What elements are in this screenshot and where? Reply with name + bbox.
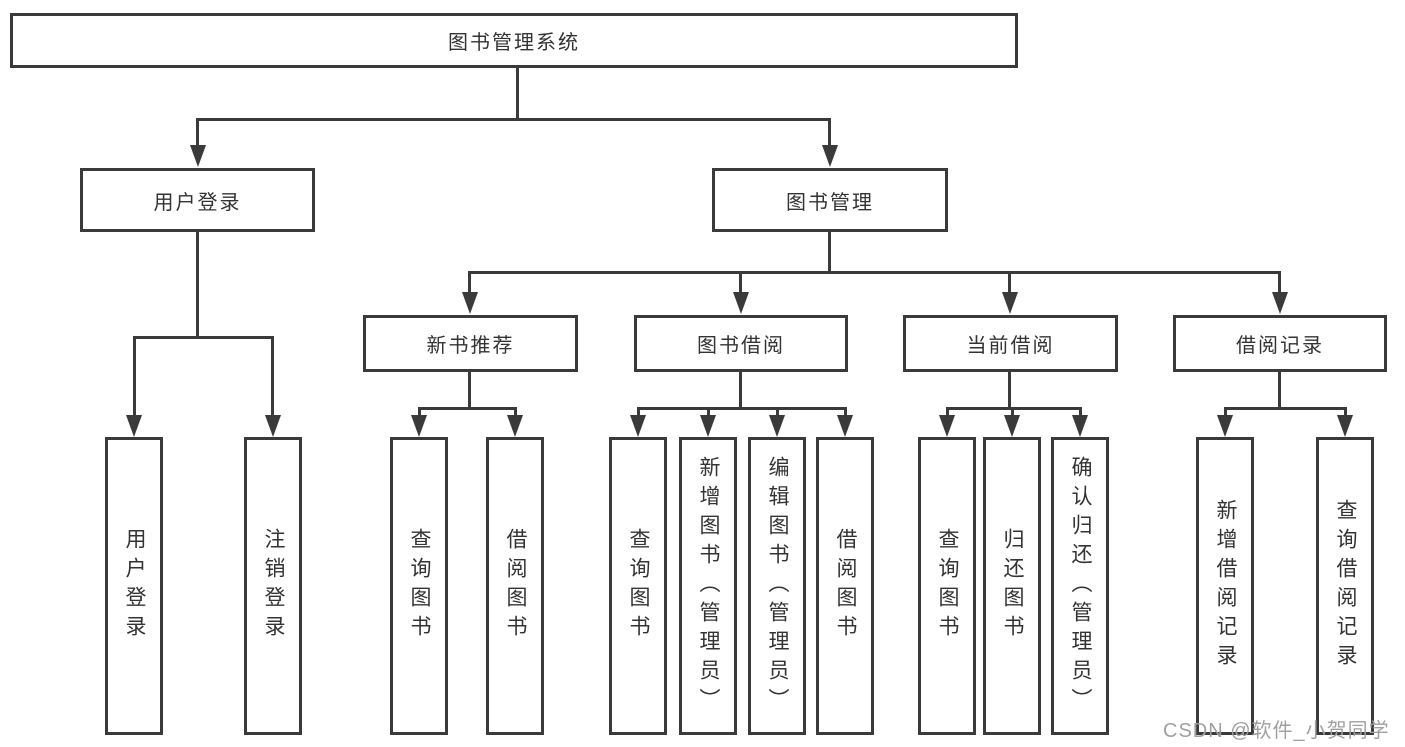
connector-drop-leaf bbox=[1344, 407, 1347, 419]
arrowhead-icon bbox=[1004, 415, 1020, 437]
node-user-login-label: 用户登录 bbox=[153, 191, 242, 214]
leaf-query-books-3-label: 查询图书 bbox=[936, 528, 959, 644]
connector-drop-leaf bbox=[707, 407, 710, 419]
leaf-confirm-return-admin: 确认归还（管理员） bbox=[1051, 437, 1109, 735]
connector-book-mgmt-stem bbox=[828, 232, 831, 274]
connector-drop-leaf bbox=[1079, 407, 1082, 419]
node-library-system-label: 图书管理系统 bbox=[448, 32, 580, 54]
arrowhead-icon bbox=[265, 415, 281, 437]
leaf-borrow-books-1-label: 借阅图书 bbox=[504, 528, 527, 644]
arrowhead-icon bbox=[462, 292, 478, 314]
leaf-return-books: 归还图书 bbox=[983, 437, 1041, 735]
node-user-login: 用户登录 bbox=[80, 168, 315, 232]
arrowhead-icon bbox=[700, 415, 716, 437]
connector-drop-book-mgmt bbox=[828, 118, 831, 147]
connector-drop-recommend bbox=[468, 271, 471, 295]
node-borrowing-records: 借阅记录 bbox=[1173, 315, 1387, 372]
connector-drop-leaf bbox=[1011, 407, 1014, 419]
arrowhead-icon bbox=[733, 292, 749, 314]
watermark: CSDN @软件_小贺同学 bbox=[1163, 720, 1390, 742]
arrowhead-icon bbox=[939, 415, 955, 437]
leaf-add-books-admin-label: 新增图书（管理员） bbox=[697, 455, 720, 717]
arrowhead-icon bbox=[837, 415, 853, 437]
leaf-user-login: 用户登录 bbox=[105, 437, 163, 735]
connector-level1-bar bbox=[196, 118, 831, 121]
connector-user-login-stem bbox=[196, 232, 199, 336]
arrowhead-icon bbox=[822, 145, 838, 167]
arrowhead-icon bbox=[411, 415, 427, 437]
leaf-query-books-1: 查询图书 bbox=[390, 437, 448, 735]
leaf-edit-books-admin-label: 编辑图书（管理员） bbox=[766, 455, 789, 717]
node-current-borrowing: 当前借阅 bbox=[903, 315, 1118, 372]
arrowhead-icon bbox=[507, 415, 523, 437]
leaf-user-login-label: 用户登录 bbox=[123, 528, 146, 644]
leaf-add-books-admin: 新增图书（管理员） bbox=[679, 437, 737, 735]
connector-drop-leaf bbox=[946, 407, 949, 419]
connector-borrowing-bar bbox=[637, 407, 847, 410]
leaf-query-books-3: 查询图书 bbox=[918, 437, 976, 735]
arrowhead-icon bbox=[126, 415, 142, 437]
node-book-management-label: 图书管理 bbox=[786, 191, 874, 214]
node-current-borrowing-label: 当前借阅 bbox=[966, 335, 1055, 357]
node-book-management: 图书管理 bbox=[712, 168, 948, 232]
connector-drop-leaf bbox=[418, 407, 421, 419]
node-library-system: 图书管理系统 bbox=[10, 13, 1018, 68]
connector-drop-logout-leaf bbox=[271, 336, 274, 416]
arrowhead-icon bbox=[1072, 415, 1088, 437]
connector-borrowing-stem bbox=[739, 372, 742, 409]
arrowhead-icon bbox=[190, 145, 206, 167]
node-borrowing-records-label: 借阅记录 bbox=[1236, 335, 1324, 357]
leaf-logout-label: 注销登录 bbox=[262, 528, 285, 644]
leaf-add-borrow-record: 新增借阅记录 bbox=[1196, 437, 1254, 735]
leaf-confirm-return-admin-label: 确认归还（管理员） bbox=[1069, 455, 1092, 717]
connector-drop-leaf bbox=[1224, 407, 1227, 419]
leaf-edit-books-admin: 编辑图书（管理员） bbox=[748, 437, 806, 735]
leaf-logout: 注销登录 bbox=[244, 437, 302, 735]
connector-level3-bar bbox=[468, 271, 1281, 274]
leaf-add-borrow-record-label: 新增借阅记录 bbox=[1214, 499, 1237, 673]
node-new-book-recommend-label: 新书推荐 bbox=[426, 335, 515, 357]
node-book-borrowing-label: 图书借阅 bbox=[697, 335, 785, 357]
connector-recommend-bar bbox=[418, 407, 517, 410]
connector-drop-records bbox=[1278, 271, 1281, 295]
connector-drop-borrowing bbox=[739, 271, 742, 295]
connector-drop-current bbox=[1008, 271, 1011, 295]
leaf-borrow-books-2-label: 借阅图书 bbox=[834, 528, 857, 644]
connector-drop-leaf bbox=[514, 407, 517, 419]
connector-records-bar bbox=[1224, 407, 1347, 410]
leaf-query-borrow-record: 查询借阅记录 bbox=[1316, 437, 1374, 735]
leaf-borrow-books-2: 借阅图书 bbox=[816, 437, 874, 735]
connector-user-login-bar bbox=[133, 336, 274, 339]
leaf-query-books-2: 查询图书 bbox=[609, 437, 667, 735]
connector-drop-leaf bbox=[637, 407, 640, 419]
leaf-borrow-books-1: 借阅图书 bbox=[486, 437, 544, 735]
connector-drop-leaf bbox=[776, 407, 779, 419]
connector-recommend-stem bbox=[468, 372, 471, 409]
leaf-query-borrow-record-label: 查询借阅记录 bbox=[1334, 499, 1357, 673]
connector-root-stem bbox=[516, 68, 519, 121]
node-book-borrowing: 图书借阅 bbox=[634, 315, 848, 372]
arrowhead-icon bbox=[1337, 415, 1353, 437]
connector-current-stem bbox=[1008, 372, 1011, 409]
leaf-return-books-label: 归还图书 bbox=[1001, 528, 1024, 644]
arrowhead-icon bbox=[1217, 415, 1233, 437]
arrowhead-icon bbox=[1272, 292, 1288, 314]
node-new-book-recommend: 新书推荐 bbox=[363, 315, 578, 372]
leaf-query-books-1-label: 查询图书 bbox=[408, 528, 431, 644]
connector-drop-leaf bbox=[844, 407, 847, 419]
arrowhead-icon bbox=[630, 415, 646, 437]
connector-current-bar bbox=[946, 407, 1082, 410]
connector-drop-user-login bbox=[196, 118, 199, 147]
arrowhead-icon bbox=[769, 415, 785, 437]
arrowhead-icon bbox=[1002, 292, 1018, 314]
connector-drop-login-leaf bbox=[133, 336, 136, 416]
leaf-query-books-2-label: 查询图书 bbox=[627, 528, 650, 644]
connector-records-stem bbox=[1278, 372, 1281, 409]
